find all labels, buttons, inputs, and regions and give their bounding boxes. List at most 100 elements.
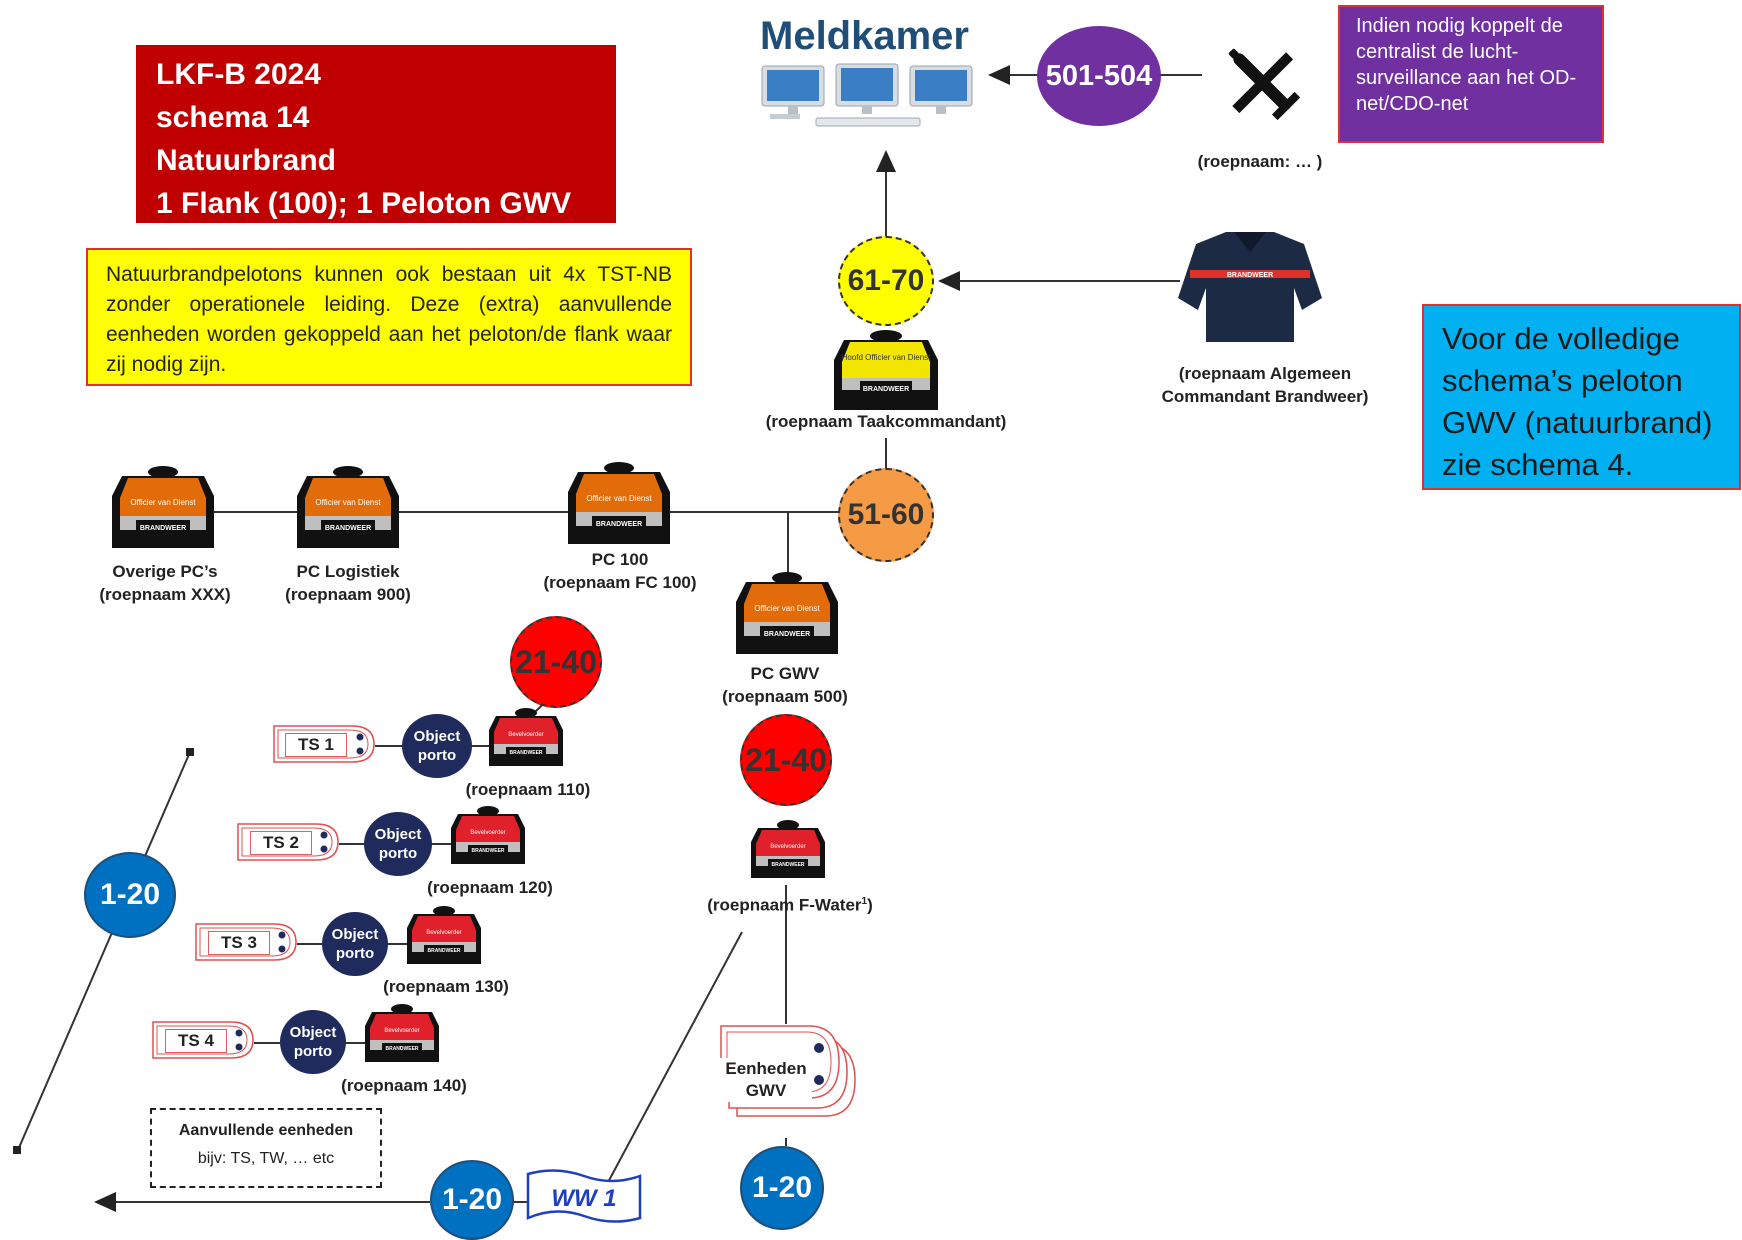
- bevel-vest-text: Bevelvoerder: [470, 830, 505, 836]
- channel-1-20-left-circle: 1-20: [84, 852, 176, 938]
- pc100-line-1: PC 100: [591, 550, 649, 569]
- channel-51-60-label: 51-60: [847, 498, 925, 531]
- bevel-vest-brandweer: BRANDWEER: [771, 862, 804, 868]
- vest-officer-text: Officier van Dienst: [130, 498, 196, 507]
- channel-1-20-left-label: 1-20: [99, 878, 161, 911]
- channel-1-20-bottom-label: 1-20: [441, 1183, 503, 1216]
- vest-officer-text: Officier van Dienst: [754, 604, 820, 613]
- pc-logistiek-line-1: PC Logistiek: [296, 562, 400, 581]
- bevelvoerder-vest-140-icon: Bevelvoerder BRANDWEER: [365, 1004, 439, 1062]
- bevel-vest-brandweer: BRANDWEER: [385, 1046, 418, 1052]
- vest-brandweer-text: BRANDWEER: [140, 525, 186, 532]
- plane-callsign-label: (roepnaam: … ): [1197, 152, 1323, 171]
- fwater-label: (roepnaam F-Water1): [690, 890, 890, 917]
- roepnaam-130-label: (roepnaam 130): [383, 977, 509, 996]
- truck-ts3-label: TS 3: [208, 931, 270, 955]
- object-porto-circle-1: Object porto: [402, 714, 472, 778]
- pcgwv-line-1: PC GWV: [750, 664, 820, 683]
- reference-info-box: Voor de volledige schema’s peloton GWV (…: [1422, 304, 1741, 490]
- pc100-line-2: (roepnaam FC 100): [543, 573, 697, 592]
- aanvullende-sub: bijv: TS, TW, … etc: [197, 1150, 335, 1167]
- porto-line-2: porto: [378, 845, 418, 862]
- overige-pc-label: Overige PC’s (roepnaam XXX): [80, 560, 250, 606]
- overige-pc-line-2: (roepnaam XXX): [99, 585, 231, 604]
- channel-1-20-bottom-circle: 1-20: [430, 1160, 514, 1240]
- note-box: Natuurbrandpelotons kunnen ook bestaan u…: [86, 248, 692, 386]
- eenheden-gwv-label: Eenheden GWV: [720, 1058, 812, 1102]
- bevelvoerder-vest-110-icon: Bevelvoerder BRANDWEER: [489, 708, 563, 766]
- channel-21-40-gwv-circle: 21-40: [740, 714, 832, 806]
- porto-line-1: Object: [331, 926, 379, 943]
- title-line-2: schema 14: [156, 101, 310, 134]
- bevelvoerder-vest-130-icon: Bevelvoerder BRANDWEER: [407, 906, 481, 964]
- officer-vest-pcgwv-icon: Officier van Dienst BRANDWEER: [736, 572, 838, 654]
- bevel-vest-text: Bevelvoerder: [770, 844, 805, 850]
- fwater-label-text: (roepnaam F-Water: [707, 895, 862, 915]
- pcgwv-line-2: (roepnaam 500): [722, 687, 848, 706]
- acb-label: (roepnaam Algemeen Commandant Brandweer): [1140, 362, 1390, 408]
- note-text: Natuurbrandpelotons kunnen ook bestaan u…: [106, 263, 672, 376]
- pc100-label: PC 100 (roepnaam FC 100): [520, 548, 720, 594]
- vest-brandweer-text: BRANDWEER: [764, 631, 810, 638]
- aanvullende-eenheden-box: Aanvullende eenheden bijv: TS, TW, … etc: [150, 1108, 382, 1188]
- roepnaam-120-label: (roepnaam 120): [427, 878, 553, 897]
- channel-61-70-circle: 61-70: [838, 236, 934, 326]
- officer-vest-overige-icon: Officier van Dienst BRANDWEER: [112, 466, 214, 548]
- porto-line-1: Object: [374, 826, 422, 843]
- eenheden-line-2: GWV: [745, 1081, 787, 1100]
- object-porto-circle-2: Object porto: [364, 812, 432, 876]
- taakcommandant-vest-icon: Hoofd Officier van Dienst BRANDWEER: [834, 330, 938, 410]
- pcgwv-label: PC GWV (roepnaam 500): [690, 662, 880, 708]
- air-surveillance-info-text: Indien nodig koppelt de centralist de lu…: [1356, 15, 1577, 115]
- meldkamer-title: Meldkamer: [760, 14, 969, 58]
- pc-logistiek-label: PC Logistiek (roepnaam 900): [263, 560, 433, 606]
- acb-label-line-1: (roepnaam Algemeen: [1178, 364, 1352, 383]
- roepnaam-140-label: (roepnaam 140): [341, 1076, 467, 1095]
- bevel-vest-brandweer: BRANDWEER: [471, 848, 504, 854]
- title-line-4: 1 Flank (100); 1 Peloton GWV: [156, 187, 572, 220]
- channel-501-504-circle: 501-504: [1037, 26, 1161, 126]
- vest-brandweer-text: BRANDWEER: [596, 521, 642, 528]
- porto-line-2: porto: [335, 945, 375, 962]
- fwater-footnote: 1: [861, 896, 868, 907]
- vest-brandweer-text: BRANDWEER: [325, 525, 371, 532]
- porto-line-2: porto: [293, 1043, 333, 1060]
- bevel-vest-brandweer: BRANDWEER: [427, 948, 460, 954]
- channel-21-40-flank-label: 21-40: [515, 643, 597, 680]
- acb-label-line-2: Commandant Brandweer): [1161, 387, 1369, 406]
- air-surveillance-info-box: Indien nodig koppelt de centralist de lu…: [1338, 5, 1604, 143]
- porto-line-1: Object: [413, 728, 461, 745]
- fwater-label-end: ): [867, 895, 873, 915]
- aanvullende-title: Aanvullende eenheden: [178, 1122, 354, 1139]
- officer-vest-logistiek-icon: Officier van Dienst BRANDWEER: [297, 466, 399, 548]
- channel-1-20-gwv-circle: 1-20: [740, 1146, 824, 1230]
- taakcommandant-label: (roepnaam Taakcommandant): [765, 412, 1007, 431]
- channel-1-20-gwv-label: 1-20: [751, 1171, 813, 1204]
- channel-21-40-gwv-label: 21-40: [745, 741, 827, 778]
- computer-monitors-icon: [761, 63, 973, 127]
- roepnaam-110-label: (roepnaam 110): [465, 780, 591, 799]
- bevel-vest-text: Bevelvoerder: [426, 930, 461, 936]
- pc-logistiek-line-2: (roepnaam 900): [285, 585, 411, 604]
- tc-vest-text: Hoofd Officier van Dienst: [842, 353, 932, 362]
- eenheden-line-1: Eenheden: [725, 1059, 807, 1078]
- reference-info-text: Voor de volledige schema’s peloton GWV (…: [1442, 321, 1713, 482]
- ww1-label: WW 1: [551, 1185, 616, 1212]
- truck-ts1-label: TS 1: [285, 733, 347, 757]
- porto-line-2: porto: [417, 747, 457, 764]
- bevel-vest-brandweer: BRANDWEER: [509, 750, 542, 756]
- bevel-vest-text: Bevelvoerder: [508, 732, 543, 738]
- title-line-1: LKF-B 2024: [156, 58, 322, 91]
- tc-vest-brandweer: BRANDWEER: [863, 386, 909, 393]
- title-line-3: Natuurbrand: [156, 144, 336, 177]
- shirt-brandweer-text: BRANDWEER: [1227, 272, 1273, 279]
- bevelvoerder-vest-fwater-icon: Bevelvoerder BRANDWEER: [751, 820, 825, 878]
- schema-title-box: LKF-B 2024 schema 14 Natuurbrand 1 Flank…: [136, 45, 616, 223]
- channel-51-60-circle: 51-60: [838, 468, 934, 562]
- truck-ts2-label: TS 2: [250, 831, 312, 855]
- bevel-vest-text: Bevelvoerder: [384, 1028, 419, 1034]
- channel-501-504-label: 501-504: [1045, 59, 1153, 92]
- truck-ts4-label: TS 4: [165, 1029, 227, 1053]
- officer-vest-pc100-icon: Officier van Dienst BRANDWEER: [568, 462, 670, 544]
- porto-line-1: Object: [289, 1024, 337, 1041]
